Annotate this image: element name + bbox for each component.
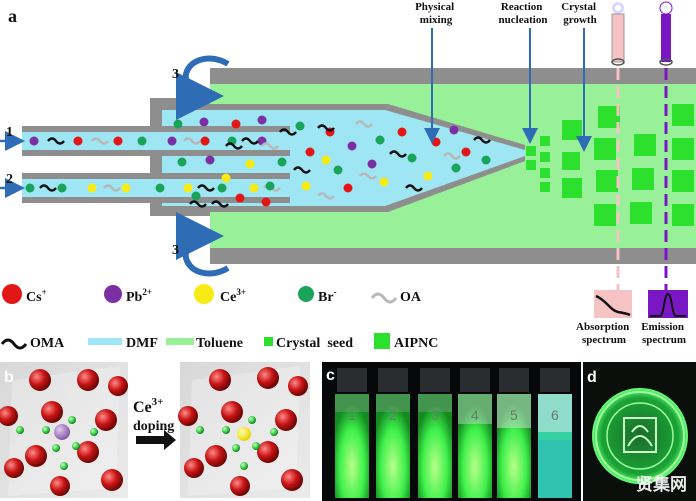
legend-crystal-seed-swatch bbox=[264, 337, 273, 346]
pb-center-atom bbox=[54, 424, 70, 440]
crystal-growth-label: Crystal growth bbox=[561, 1, 599, 26]
legend-ce-label: Ce3+ bbox=[220, 287, 246, 305]
doping-word: doping bbox=[133, 419, 174, 434]
vial-number-6: 6 bbox=[551, 407, 559, 423]
absorption-spectrum-label: Absorption spectrum bbox=[576, 321, 632, 346]
inlet-label-3-bottom: 3 bbox=[172, 243, 179, 258]
vial-1 bbox=[335, 368, 369, 498]
panel-a: a 1 2 3 3 Physical mixing Reaction nucle… bbox=[0, 1, 696, 346]
vial-number-2: 2 bbox=[389, 407, 397, 423]
vial-number-1: 1 bbox=[348, 407, 356, 423]
legend-dmf-swatch bbox=[88, 338, 122, 345]
inlet-label-1: 1 bbox=[6, 125, 13, 140]
vial-3 bbox=[418, 368, 452, 498]
legend-ce-swatch bbox=[194, 284, 214, 304]
legend-toluene-swatch bbox=[166, 338, 194, 345]
vial-number-5: 5 bbox=[510, 407, 518, 423]
panel-label-a: a bbox=[8, 6, 17, 26]
legend-oma-label: OMA bbox=[30, 336, 65, 351]
legend-br-swatch bbox=[298, 286, 314, 302]
doping-ion-label: Ce3+ bbox=[133, 396, 163, 416]
legend-cs-swatch bbox=[2, 284, 22, 304]
legend: Cs+ Pb2+ Ce3+ Br- OA OMA DMF Toluene Cry… bbox=[0, 284, 438, 351]
tube2-particles bbox=[25, 183, 281, 193]
vial-4 bbox=[458, 368, 492, 498]
legend-crystal-seed-label: Crystal seed bbox=[276, 336, 353, 351]
legend-toluene-label: Toluene bbox=[196, 336, 243, 351]
emission-probe bbox=[648, 1, 688, 318]
vial-number-4: 4 bbox=[471, 407, 479, 423]
mixing-particles bbox=[173, 115, 491, 208]
panel-b: b Ce3+ doping bbox=[0, 362, 310, 498]
legend-pb-swatch bbox=[104, 285, 122, 303]
emblem-center bbox=[623, 417, 657, 453]
legend-pb-label: Pb2+ bbox=[126, 287, 152, 305]
panel-label-b: b bbox=[4, 369, 14, 386]
panel-label-c: c bbox=[326, 367, 335, 384]
vial-2 bbox=[376, 368, 410, 498]
reaction-nucleation-label: Reaction nucleation bbox=[499, 1, 548, 26]
inlet-label-3-top: 3 bbox=[172, 67, 179, 82]
crystal-seeds bbox=[526, 136, 550, 192]
outer-wall-top bbox=[210, 68, 696, 84]
lattice-after-atoms bbox=[178, 367, 308, 496]
vial-6 bbox=[538, 368, 572, 498]
ce-center-atom bbox=[237, 427, 251, 441]
legend-br-label: Br- bbox=[318, 287, 337, 305]
legend-aipnc-swatch bbox=[374, 333, 390, 349]
physical-mixing-label: Physical mixing bbox=[415, 1, 457, 26]
legend-oa-label: OA bbox=[400, 290, 422, 305]
panel-label-d: d bbox=[587, 369, 597, 386]
legend-oma-swatch bbox=[0, 338, 28, 350]
absorption-probe bbox=[594, 2, 632, 318]
inlet-label-2: 2 bbox=[6, 172, 13, 187]
tube1-particles bbox=[29, 136, 267, 146]
legend-cs-label: Cs+ bbox=[26, 287, 47, 305]
panel-c: c bbox=[322, 362, 581, 501]
toluene-inlet-arrow-top bbox=[175, 55, 230, 120]
panel-d: d 贤集网 bbox=[583, 362, 696, 501]
legend-dmf-label: DMF bbox=[126, 336, 158, 351]
watermark: 贤集网 bbox=[636, 474, 687, 494]
legend-oa-swatch bbox=[370, 292, 398, 304]
emission-spectrum-label: Emission spectrum bbox=[641, 321, 687, 346]
outer-wall-bottom bbox=[210, 248, 696, 264]
inlet-tube-2 bbox=[22, 173, 290, 179]
toluene-inlet-arrow-bottom bbox=[175, 212, 230, 277]
vial-number-3: 3 bbox=[431, 407, 439, 423]
inlet-tube-1 bbox=[22, 126, 290, 132]
doping-arrow bbox=[136, 430, 176, 450]
vial-5 bbox=[497, 368, 531, 498]
lattice-before-atoms bbox=[0, 369, 128, 496]
legend-aipnc-label: AIPNC bbox=[394, 336, 438, 351]
growing-crystals bbox=[562, 104, 694, 226]
